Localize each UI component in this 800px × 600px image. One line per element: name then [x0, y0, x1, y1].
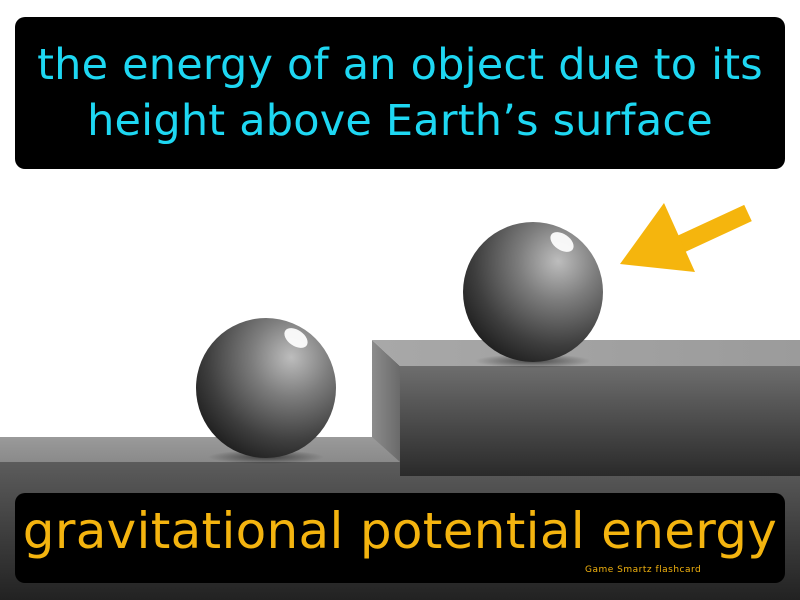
definition-box: the energy of an object due to its heigh… [15, 17, 785, 169]
sphere-icon [463, 222, 603, 362]
definition-text: the energy of an object due to its heigh… [37, 40, 763, 146]
upper-step-front [400, 366, 800, 476]
term-text: gravitational potential energy [22, 502, 778, 560]
lower-step-top [0, 437, 400, 462]
term-box: gravitational potential energy Game Smar… [15, 493, 785, 583]
step-riser [372, 340, 400, 462]
sphere-icon [196, 318, 336, 458]
arrow-icon [620, 203, 752, 272]
brand-label: Game Smartz flashcard [585, 565, 702, 575]
